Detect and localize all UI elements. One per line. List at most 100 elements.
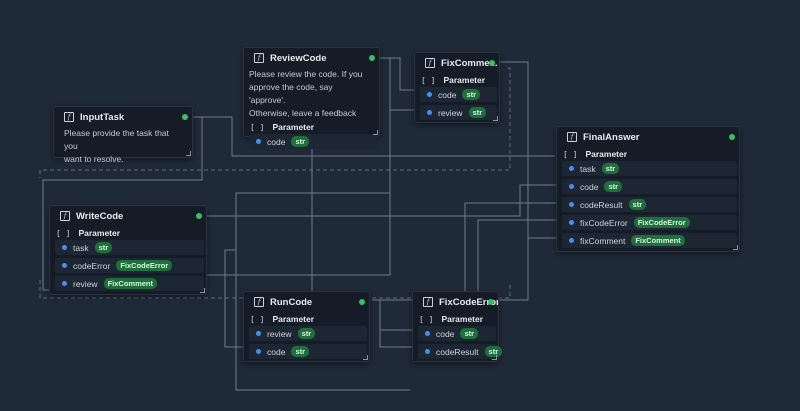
array-icon: [ ] [419,314,434,324]
output-port[interactable] [369,55,375,61]
param-name: codeResult [580,199,623,210]
node-write-code[interactable]: f WriteCode [ ] Parameter task str codeE… [49,205,207,295]
output-port[interactable] [196,213,202,219]
input-port[interactable] [256,349,261,354]
param-name: review [267,328,292,339]
function-icon: f [254,53,264,63]
array-icon: [ ] [56,228,71,238]
param-row-task[interactable]: task str [55,240,204,255]
param-row-review[interactable]: review str [249,326,367,341]
node-description: Please review the code. If you approve t… [244,68,379,120]
type-badge: str [291,136,310,147]
input-port[interactable] [569,238,574,243]
input-port[interactable] [425,331,430,336]
param-row-code[interactable]: code str [418,326,496,341]
description-line: Please review the code. If you [249,69,363,79]
resize-handle[interactable] [733,245,738,250]
input-port[interactable] [569,184,574,189]
node-input-task[interactable]: f InputTask Please provide the task that… [53,106,193,164]
param-row-code-result[interactable]: codeResult str [418,344,503,359]
wire [500,61,560,239]
node-fix-comment[interactable]: f FixComme... [ ] Parameter code str rev… [414,52,500,123]
resize-handle[interactable] [492,355,497,360]
node-title: FinalAnswer [583,131,640,143]
node-fix-code-error[interactable]: f FixCodeError [ ] Parameter code str co… [412,291,503,362]
input-port[interactable] [427,110,432,115]
node-title: InputTask [80,111,125,123]
param-name: review [73,278,98,289]
resize-handle[interactable] [186,151,191,156]
array-icon: [ ] [250,122,265,132]
param-row-code[interactable]: code str [249,344,367,359]
parameter-label: Parameter [441,314,484,324]
output-port[interactable] [359,299,365,305]
array-icon: [ ] [563,149,578,159]
param-row-code-error[interactable]: codeError FixCodeError [55,258,204,273]
resize-handle[interactable] [373,130,378,135]
resize-handle[interactable] [493,116,498,121]
input-port[interactable] [62,263,67,268]
param-row-code[interactable]: code str [249,134,377,149]
param-row-fix-code-error[interactable]: fixCodeError FixCodeError [562,215,737,230]
param-row-code[interactable]: code str [420,87,497,102]
node-header[interactable]: f InputTask [54,107,192,127]
param-name: codeResult [436,346,479,357]
function-icon: f [60,211,70,221]
output-port[interactable] [182,114,188,120]
description-line: approve the code, say 'approve'. [249,82,333,105]
input-port[interactable] [256,139,261,144]
description-line: want to resolve. [64,154,124,164]
param-row-review[interactable]: review str [420,105,497,120]
parameter-label: Parameter [78,228,121,238]
function-icon: f [64,112,74,122]
input-port[interactable] [256,331,261,336]
output-port[interactable] [489,60,495,66]
resize-handle[interactable] [200,288,205,293]
node-review-code[interactable]: f ReviewCode Please review the code. If … [243,47,380,149]
param-name: code [267,136,286,147]
type-badge: str [297,328,316,339]
resize-handle[interactable] [363,355,368,360]
param-row-fix-comment[interactable]: fixComment FixComment [562,233,737,248]
wire [477,219,560,301]
type-badge: FixCodeError [116,260,173,271]
input-port[interactable] [569,220,574,225]
type-badge: str [628,199,647,210]
output-port[interactable] [729,134,735,140]
node-description: Please provide the task that you want to… [54,127,192,166]
type-badge: str [468,107,487,118]
param-name: fixCodeError [580,217,628,228]
function-icon: f [423,297,433,307]
description-line: Otherwise, leave a feedback [249,108,357,118]
param-row-code-result[interactable]: codeResult str [562,197,737,212]
input-port[interactable] [425,349,430,354]
node-header[interactable]: f FixCodeError [413,292,498,312]
param-name: code [580,181,599,192]
function-icon: f [425,58,435,68]
input-port[interactable] [62,281,67,286]
node-title: ReviewCode [270,52,327,64]
param-row-task[interactable]: task str [562,161,737,176]
parameter-header: [ ] Parameter [413,312,498,326]
node-header[interactable]: f FixComme... [415,53,499,73]
node-header[interactable]: f FinalAnswer [557,127,739,147]
input-port[interactable] [569,166,574,171]
node-header[interactable]: f WriteCode [50,206,206,226]
type-badge: str [94,242,113,253]
param-row-review[interactable]: review FixComment [55,276,204,291]
param-row-code[interactable]: code str [562,179,737,194]
param-name: task [580,163,596,174]
input-port[interactable] [427,92,432,97]
input-port[interactable] [569,202,574,207]
node-final-answer[interactable]: f FinalAnswer [ ] Parameter task str cod… [556,126,740,252]
output-port[interactable] [488,299,494,305]
parameter-label: Parameter [272,122,315,132]
node-header[interactable]: f RunCode [244,292,369,312]
param-name: review [438,107,463,118]
parameter-label: Parameter [272,314,315,324]
node-run-code[interactable]: f RunCode [ ] Parameter review str code … [243,291,370,362]
parameter-header: [ ] Parameter [50,226,206,240]
node-header[interactable]: f ReviewCode [244,48,379,68]
input-port[interactable] [62,245,67,250]
